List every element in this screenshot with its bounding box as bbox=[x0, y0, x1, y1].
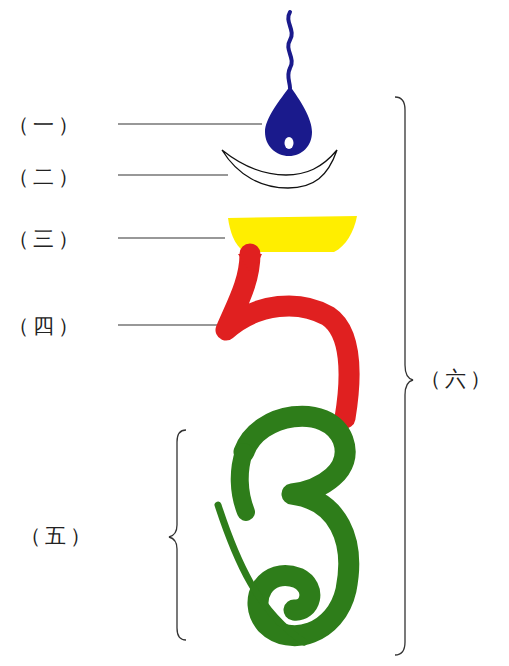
brace bbox=[169, 430, 186, 640]
green-letter-tail bbox=[218, 505, 304, 642]
callout-number: （二） bbox=[8, 166, 83, 189]
callout-number: （四） bbox=[8, 315, 83, 338]
callout-number: （六） bbox=[420, 368, 495, 391]
leader-line bbox=[118, 324, 222, 325]
leader-line bbox=[118, 174, 228, 175]
brace bbox=[395, 97, 413, 655]
leader-line bbox=[118, 123, 262, 124]
red-letter bbox=[226, 254, 349, 418]
drop-hole bbox=[285, 137, 294, 149]
leader-line bbox=[118, 237, 225, 238]
bindu-drop bbox=[265, 86, 312, 156]
green-letter-stem bbox=[240, 452, 246, 512]
crescent-moon bbox=[222, 150, 337, 188]
red-letter-top bbox=[238, 254, 262, 275]
callout-number: （五） bbox=[20, 525, 95, 548]
nada-flame bbox=[288, 12, 292, 88]
callout-number: （一） bbox=[8, 114, 83, 137]
callout-number: （三） bbox=[8, 228, 83, 251]
